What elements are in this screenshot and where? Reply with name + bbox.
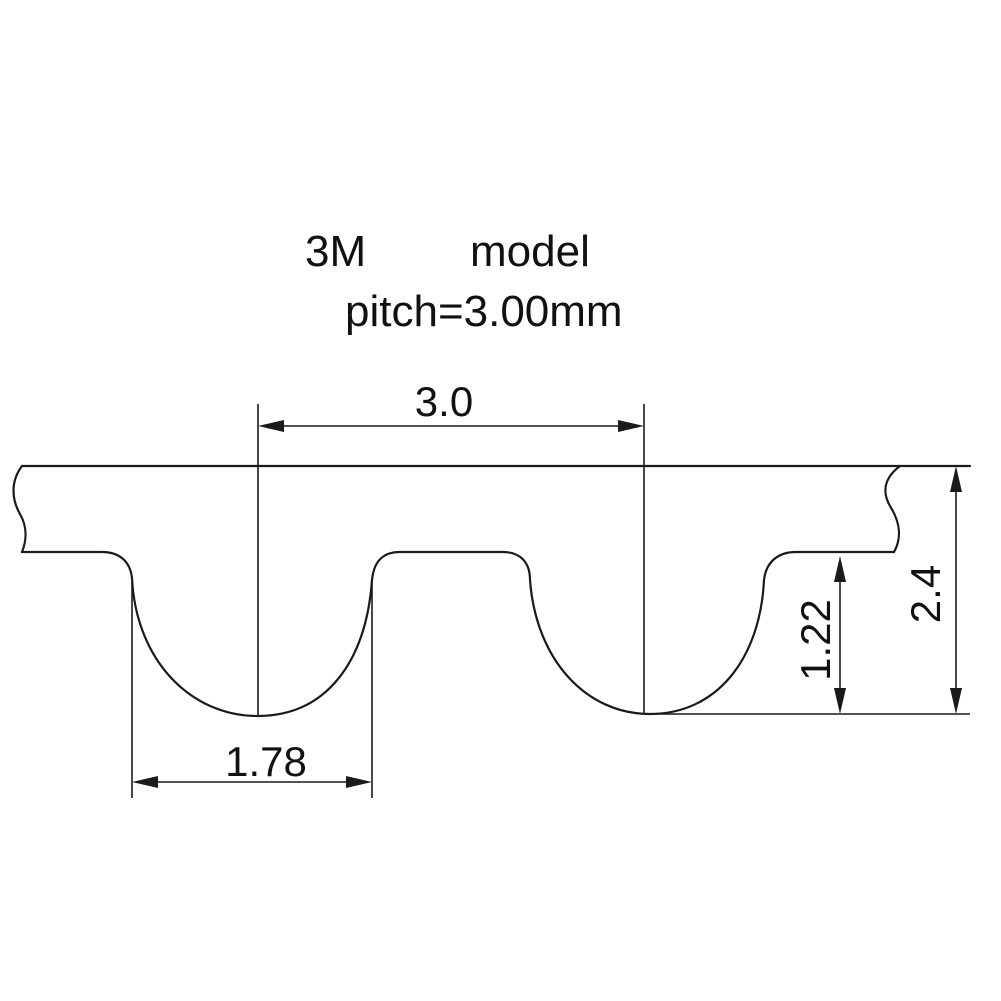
tooth-width-arrow-left [132, 776, 158, 788]
belt-height-dimension: 2.4 [902, 466, 962, 714]
belt-right-break [884, 464, 902, 554]
model-code: 3M [305, 227, 366, 276]
belt-height-arrow-bottom [950, 688, 962, 714]
tooth-width-dimension: 1.78 [131, 582, 373, 798]
tooth-height-arrow-bottom [834, 688, 846, 714]
tooth-height-dimension: 1.22 [792, 556, 846, 714]
pitch-label: pitch=3.00mm [345, 287, 623, 336]
pitch-dimension: 3.0 [257, 378, 645, 716]
belt-height-value: 2.4 [902, 565, 949, 623]
pitch-arrow-right [618, 420, 644, 432]
tooth-width-arrow-right [346, 776, 372, 788]
belt-height-arrow-top [950, 466, 962, 492]
tooth-height-arrow-top [834, 556, 846, 582]
belt-outline [12, 464, 972, 718]
pitch-arrow-left [258, 420, 284, 432]
pitch-value: 3.0 [415, 378, 473, 425]
tooth-height-value: 1.22 [792, 599, 839, 681]
belt-left-break [12, 464, 27, 554]
tooth-width-value: 1.78 [225, 738, 307, 785]
model-label: model [470, 227, 590, 276]
belt-tooth-profile [20, 550, 896, 718]
